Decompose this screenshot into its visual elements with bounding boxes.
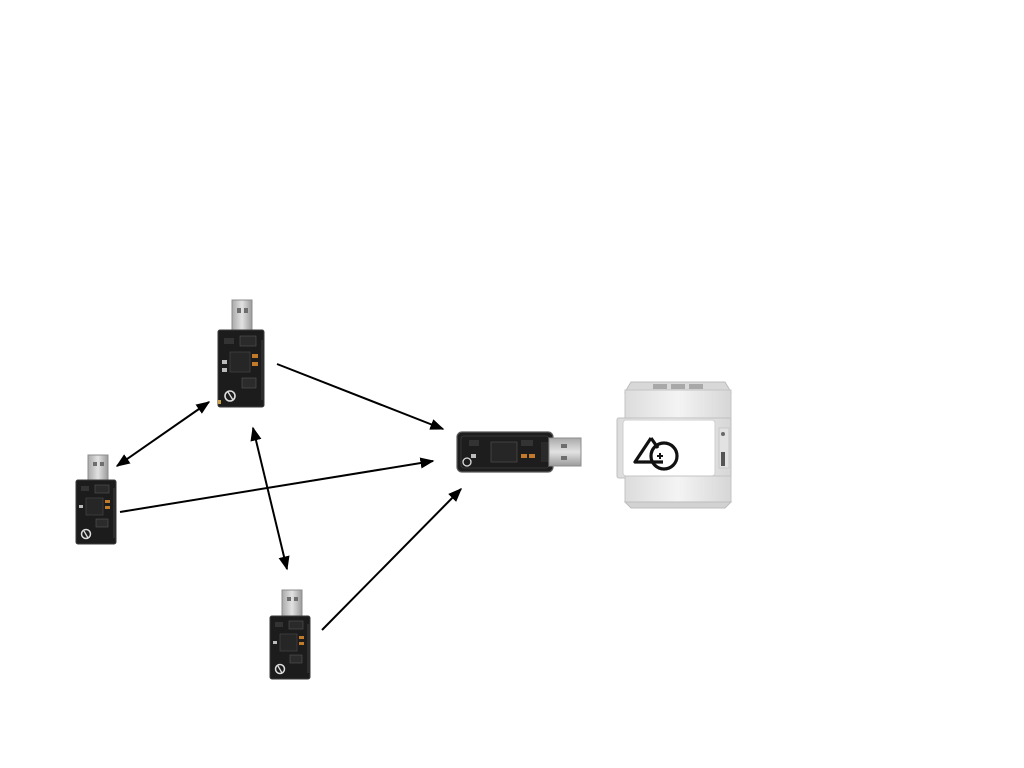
usb-connector — [231, 299, 253, 333]
usb-connector — [87, 454, 109, 484]
edge-node2-coordinator — [119, 457, 435, 513]
edge-node1-node3 — [250, 426, 290, 571]
edge-node3-coordinator — [321, 488, 462, 631]
din-rail-gateway — [616, 381, 733, 509]
usb-connector — [281, 589, 303, 620]
usb-dongle-node-3 — [269, 589, 311, 680]
triangle-circle-logo-icon — [633, 437, 679, 471]
usb-dongle-node-2 — [75, 454, 117, 545]
usb-connector — [548, 437, 582, 467]
edge-node1-coordinator — [276, 363, 445, 430]
usb-stick-coordinator — [456, 431, 582, 473]
edge-node1-node2 — [115, 401, 211, 467]
usb-dongle-node-1 — [217, 299, 265, 408]
edges — [115, 363, 462, 631]
